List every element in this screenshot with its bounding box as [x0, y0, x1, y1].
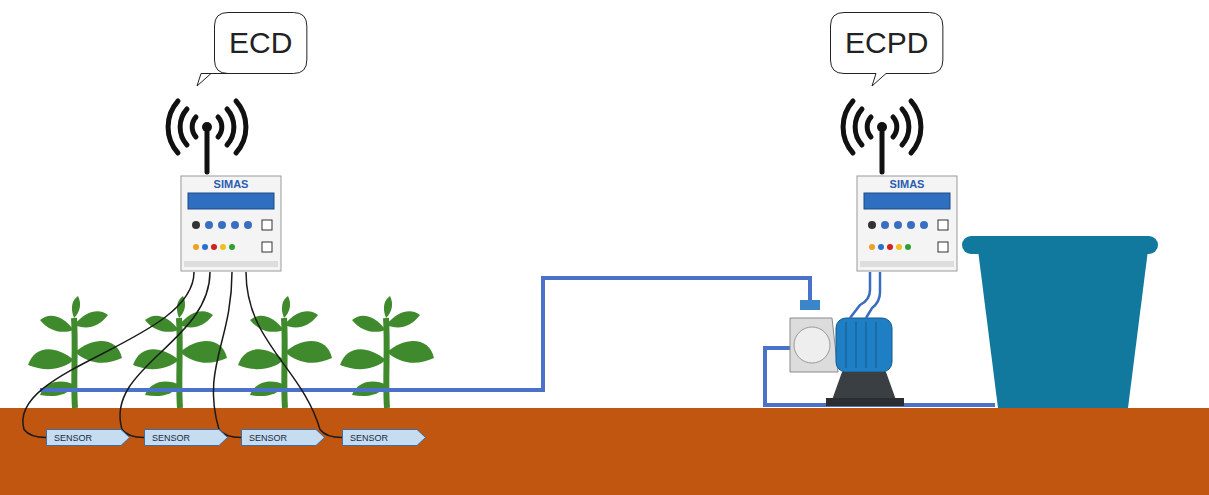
sensor-label: SENSOR [350, 433, 388, 443]
sensor-wire [246, 272, 342, 438]
brand-name: SIMAS [180, 175, 282, 190]
antenna [168, 101, 246, 172]
device-label: ECD [229, 26, 292, 60]
pump-cable [850, 272, 880, 318]
speech-bubble: ECD [214, 12, 307, 74]
water-tank [962, 236, 1158, 408]
pump [790, 300, 904, 406]
sensor-wire [213, 272, 241, 438]
speech-bubble: ECPD [830, 12, 943, 74]
soil [0, 408, 1209, 495]
sensor-tag: SENSOR [46, 429, 130, 446]
sensor-tag: SENSOR [241, 429, 325, 446]
device-label: ECPD [845, 26, 928, 60]
sensor-wire [120, 272, 210, 438]
irrigation-pipe [40, 278, 810, 390]
sensor-tag: SENSOR [144, 429, 228, 446]
brand-name: SIMAS [856, 175, 958, 190]
sensor-tag: SENSOR [342, 429, 426, 446]
controller-box: SIMAS [180, 175, 282, 272]
sensor-wire [23, 272, 194, 438]
controller-box: SIMAS [856, 175, 958, 272]
sensor-label: SENSOR [249, 433, 287, 443]
sensor-label: SENSOR [152, 433, 190, 443]
sensor-label: SENSOR [54, 433, 92, 443]
